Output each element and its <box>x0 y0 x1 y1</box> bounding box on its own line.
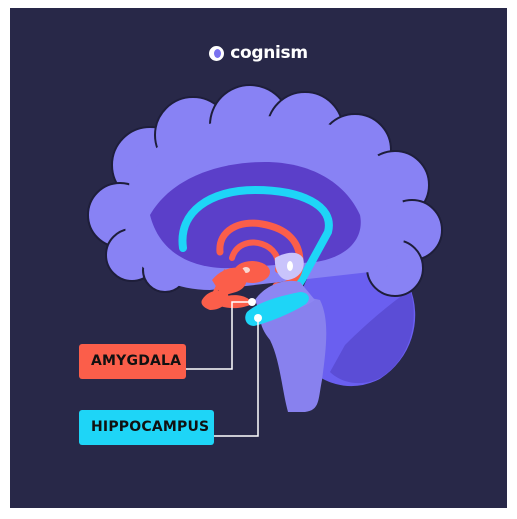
hippocampus-label: HIPPOCAMPUS <box>79 410 214 445</box>
amygdala-label: AMYGDALA <box>79 344 186 379</box>
amygdala-leader-line <box>186 302 252 369</box>
hippocampus-leader-line <box>214 318 258 436</box>
